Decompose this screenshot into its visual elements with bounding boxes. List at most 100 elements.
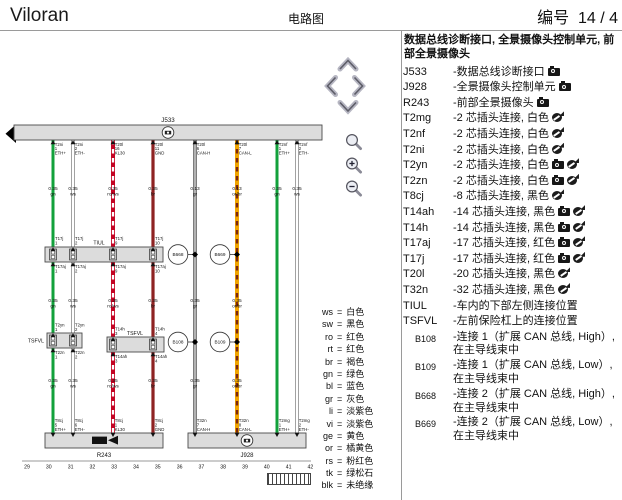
pin-label: T20l <box>239 142 247 147</box>
pin-label: 1 <box>279 146 282 151</box>
pin-label: 2 <box>155 422 158 427</box>
wire-color-code: ro/ws <box>107 384 119 390</box>
junction-contact-pin <box>71 341 75 345</box>
splice-label: B669 <box>215 252 226 257</box>
legend-row: or=橘黄色 <box>324 443 374 454</box>
pin-label: T14h <box>155 326 165 331</box>
splice-label: B108 <box>173 340 184 345</box>
zoom-reset-button[interactable] <box>345 133 363 151</box>
component-desc: -17 芯插头连接, 红色 <box>453 252 621 268</box>
zoom-in-button[interactable] <box>345 157 363 174</box>
component-desc: -连接 1（扩展 CAN 总线, Low）, 在主导线束中 <box>453 359 613 386</box>
wire-color-code: gn <box>50 193 56 198</box>
component-desc: -连接 1（扩展 CAN 总线, High）, 在主导线束中 <box>453 330 615 357</box>
component-item[interactable]: T14ah-14 芯插头连接, 黑色 <box>403 205 621 221</box>
wire-color-code: gn <box>50 385 56 390</box>
pin-label: GND <box>155 427 165 432</box>
page-code-strip <box>267 473 311 485</box>
component-item[interactable]: T2yn-2 芯插头连接, 白色 <box>403 158 621 174</box>
connector-view-icon <box>551 191 562 201</box>
component-item[interactable]: T2zn -2 芯插头连接, 白色 <box>403 174 621 190</box>
component-item[interactable]: T17j -17 芯插头连接, 红色 <box>403 252 621 268</box>
component-item[interactable]: T14h-14 芯插头连接, 黑色 <box>403 221 621 237</box>
pan-right-button[interactable] <box>352 75 366 97</box>
pin-label: T2ni <box>75 142 83 147</box>
component-item[interactable]: B108 -连接 1（扩展 CAN 总线, High）, 在主导线束中 <box>403 331 621 359</box>
splice-label: B668 <box>173 252 184 257</box>
zoom-out-button[interactable] <box>345 180 363 197</box>
pin-label: T14ah <box>115 354 128 359</box>
component-item[interactable]: T20l-20 芯插头连接, 黑色 <box>403 267 621 283</box>
component-desc: -2 芯插头连接, 白色 <box>453 174 621 190</box>
camera-lens-icon <box>108 435 118 445</box>
wire-arrow <box>274 140 280 145</box>
track-number: 41 <box>286 465 292 471</box>
connector-view-icon <box>573 206 584 216</box>
pin-label: 8 <box>239 422 242 427</box>
splice-node <box>234 251 240 258</box>
component-desc: -14 芯插头连接, 黑色 <box>453 221 621 237</box>
component-desc: -连接 2（扩展 CAN 总线, High）, 在主导线束中 <box>453 387 615 414</box>
component-item[interactable]: T2ni-2 芯插头连接, 白色 <box>403 143 621 159</box>
pin-label: T20l <box>155 142 163 147</box>
junction-contact-pin <box>151 345 155 349</box>
wire-color-code: ro/ws <box>107 304 119 310</box>
component-item[interactable]: TSFVL-左前保险杠上的连接位置 <box>403 314 621 330</box>
component-item[interactable]: T2mg-2 芯插头连接, 白色 <box>403 111 621 127</box>
wire-arrow <box>150 337 156 342</box>
component-item[interactable]: J928-全景摄像头控制单元 <box>403 80 621 96</box>
component-desc: -全景摄像头控制单元 <box>453 80 621 96</box>
pin-label: T2nf <box>279 142 288 147</box>
junction-contact-pin <box>151 255 155 259</box>
component-code: T2zn <box>403 174 428 187</box>
camera-icon <box>547 65 560 76</box>
wire-gauge: 0.35 <box>48 298 58 304</box>
pin-label: T17aj <box>155 264 166 269</box>
wire-arrow <box>150 262 156 267</box>
component-item[interactable]: T32n-32 芯插头连接, 黑色 <box>403 283 621 299</box>
pin-label: 2 <box>75 241 78 246</box>
wire-gauge: 0.35 <box>68 186 78 192</box>
pin-label: 1 <box>55 268 58 273</box>
pan-down-button[interactable] <box>337 100 359 115</box>
wire-color-code: br <box>151 192 156 198</box>
component-code: B668 <box>415 390 437 401</box>
pin-label: 2 <box>75 327 78 332</box>
wire-color-code: or/br <box>232 304 242 310</box>
pin-label: T17aj <box>75 264 86 269</box>
pan-up-button[interactable] <box>337 56 359 72</box>
pin-label: GND <box>155 151 165 156</box>
track-number: 42 <box>308 465 314 471</box>
component-item[interactable]: T2nf-2 芯插头连接, 白色 <box>403 127 621 143</box>
camera-icon <box>558 205 571 216</box>
track-number: 40 <box>264 465 270 471</box>
junction-label: TIUL <box>93 241 104 247</box>
wire-color-code: gr <box>193 304 198 310</box>
component-item[interactable]: T17aj-17 芯插头连接, 红色 <box>403 236 621 252</box>
wire-arrow <box>294 140 300 145</box>
connector-view-icon <box>551 144 562 154</box>
pin-label: T8cj <box>75 418 83 423</box>
pin-label: ETH- <box>75 151 86 156</box>
component-item[interactable]: B669-连接 2（扩展 CAN 总线, Low）, 在主导线束中 <box>403 416 621 444</box>
component-item[interactable]: B668 -连接 2（扩展 CAN 总线, High）, 在主导线束中 <box>403 388 621 416</box>
junction-contact-pin <box>111 255 115 259</box>
component-code: B108 <box>415 333 437 344</box>
wire-arrow <box>150 432 156 437</box>
pin-label: T14h <box>115 326 125 331</box>
component-item[interactable]: J533-数据总线诊断接口 <box>403 65 621 81</box>
pin-label: T2zn <box>75 350 85 355</box>
component-item[interactable]: B109-连接 1（扩展 CAN 总线, Low）, 在主导线束中 <box>403 359 621 387</box>
pin-label: CAN-H <box>197 151 211 156</box>
component-item[interactable]: T8cj-8 芯插头连接, 黑色 <box>403 189 621 205</box>
component-item[interactable]: TIUL-车内的下部左侧连接位置 <box>403 299 621 315</box>
component-item[interactable]: R243-前部全景摄像头 <box>403 96 621 112</box>
pin-label: T2zn <box>55 350 65 355</box>
pin-label: ETH+ <box>279 427 291 432</box>
splice-node <box>192 251 198 258</box>
wire-gauge: 0.35 <box>48 186 58 192</box>
component-code: T2nf <box>403 127 426 140</box>
wire-gauge: 0.35 <box>272 186 282 192</box>
component-code: T17j <box>403 252 425 265</box>
pan-left-button[interactable] <box>324 75 338 97</box>
